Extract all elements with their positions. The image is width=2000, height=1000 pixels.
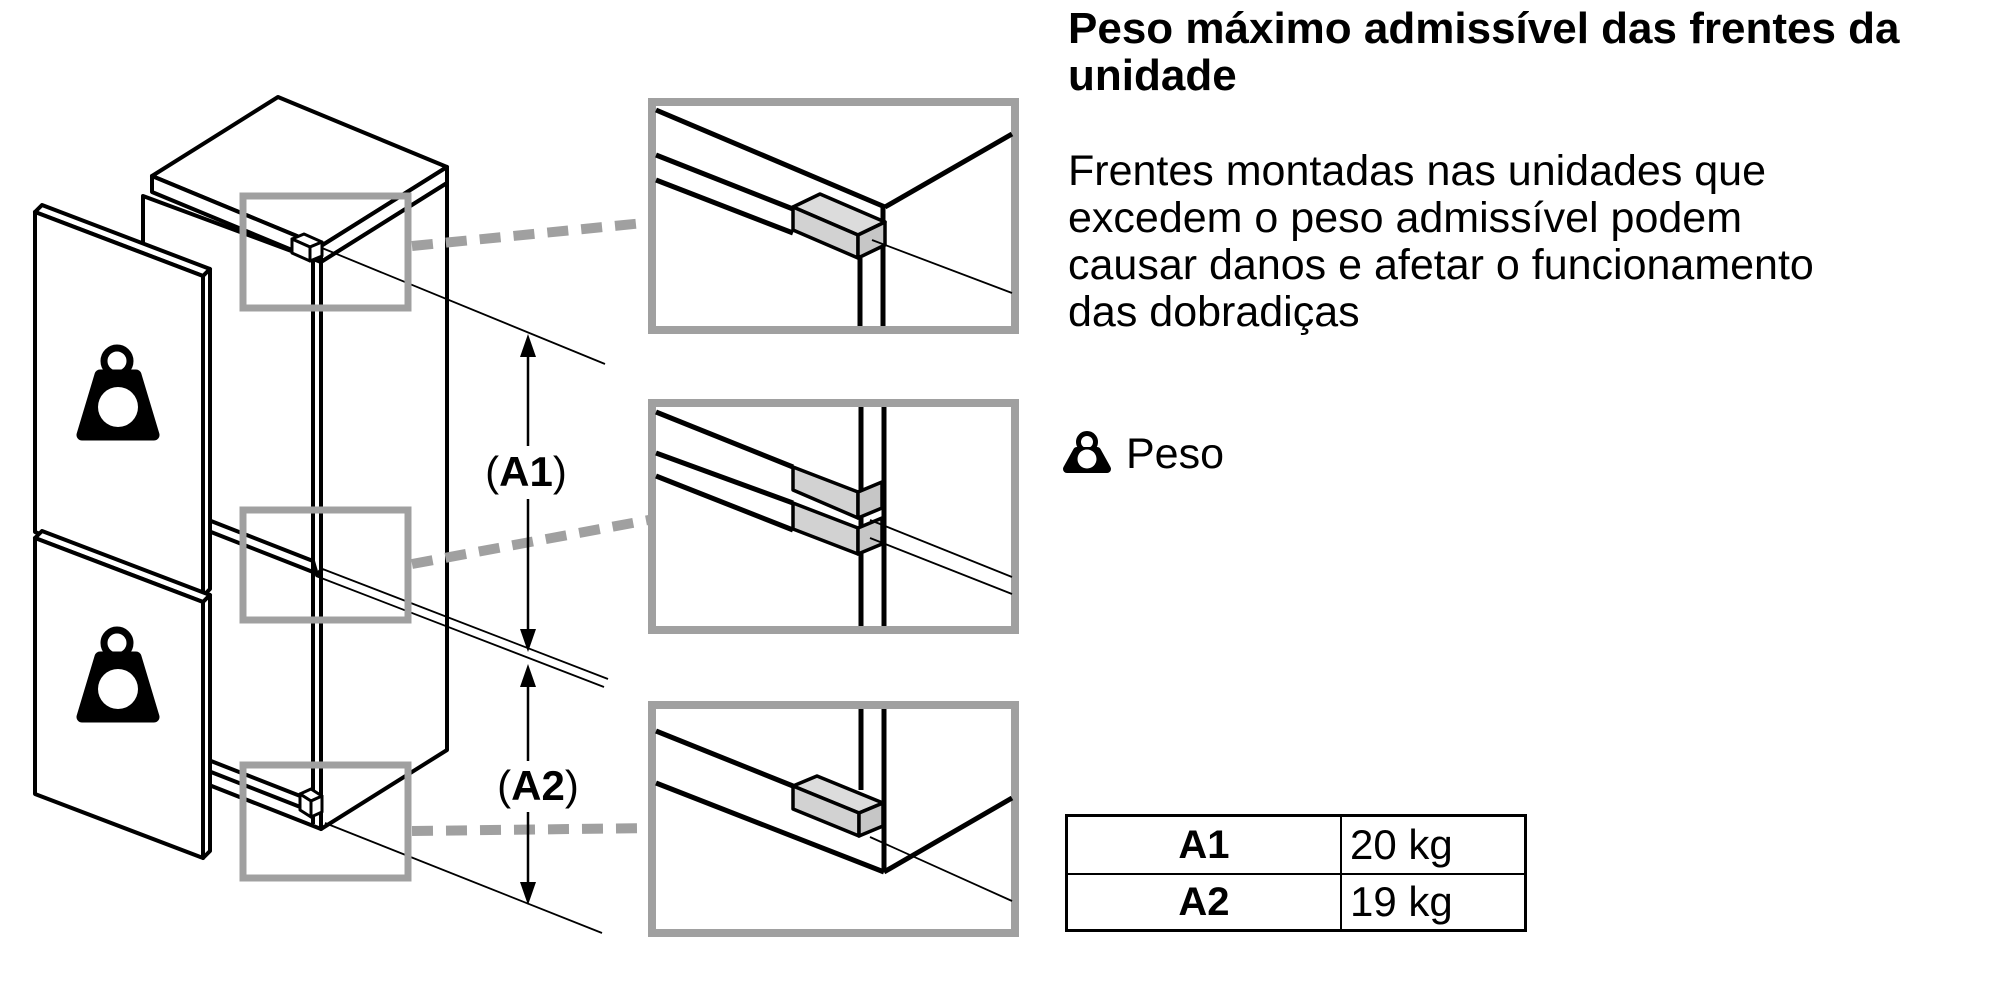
weight-icon bbox=[76, 344, 160, 441]
page-title: Peso máximo admissível das frentes da un… bbox=[1068, 5, 1900, 99]
table-cell-weight: 19 kg bbox=[1340, 875, 1524, 929]
dashed-connectors bbox=[411, 217, 655, 836]
dimension-a2-arrow bbox=[520, 664, 536, 905]
callout-box-top bbox=[239, 192, 412, 312]
top-hinge-block bbox=[290, 232, 324, 263]
detail-view-bottom bbox=[648, 701, 1019, 937]
warning-line: Frentes montadas nas unidades que bbox=[1068, 147, 1767, 195]
warning-line: causar danos e afetar o funcionamento bbox=[1068, 241, 1814, 289]
leader-lines bbox=[315, 247, 609, 934]
hinge-block-detail bbox=[791, 774, 885, 838]
dimension-a2-label: (A2) bbox=[468, 762, 608, 810]
cabinet-bottom-edges bbox=[210, 759, 314, 814]
page-title-line2: unidade bbox=[1068, 51, 1237, 100]
warning-paragraph: Frentes montadas nas unidades que excede… bbox=[1068, 148, 1814, 336]
callout-box-middle bbox=[239, 506, 412, 624]
table-row: A1 20 kg bbox=[1068, 817, 1524, 873]
warning-line: das dobradiças bbox=[1068, 288, 1360, 336]
cabinet-middle-divider bbox=[210, 519, 324, 577]
dimension-a1-arrow bbox=[520, 334, 536, 652]
bottom-hinge-block bbox=[298, 787, 324, 819]
weight-legend-label: Peso bbox=[1126, 430, 1225, 478]
table-cell-dimension: A2 bbox=[1178, 879, 1230, 924]
page-title-line1: Peso máximo admissível das frentes da bbox=[1068, 4, 1900, 53]
callout-frames bbox=[239, 192, 412, 882]
callout-box-bottom bbox=[239, 761, 412, 882]
table-cell-dimension: A1 bbox=[1178, 822, 1230, 867]
hinge-plates-detail bbox=[791, 465, 884, 556]
weights-table: A1 20 kg A2 19 kg bbox=[1065, 814, 1527, 932]
cabinet-right-face bbox=[319, 181, 449, 831]
table-row: A2 19 kg bbox=[1068, 873, 1524, 929]
detail-view-middle bbox=[648, 399, 1019, 634]
warning-line: excedem o peso admissível podem bbox=[1068, 194, 1743, 242]
table-cell-weight: 20 kg bbox=[1340, 817, 1524, 873]
dimension-a1-label: (A1) bbox=[456, 448, 596, 496]
detail-view-top bbox=[648, 98, 1019, 334]
weight-icon bbox=[76, 626, 160, 723]
weight-icon bbox=[1063, 431, 1111, 473]
hinge-block-detail bbox=[791, 192, 887, 260]
